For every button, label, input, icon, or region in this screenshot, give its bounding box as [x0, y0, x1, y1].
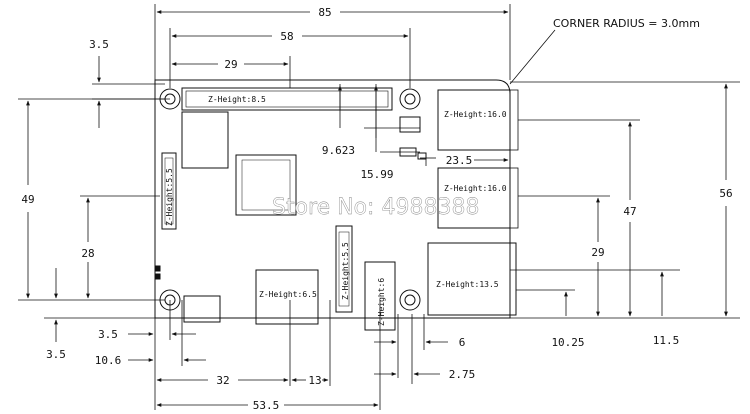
label-audio: Z-Height:6 — [377, 278, 386, 326]
dim-58: 58 — [280, 30, 293, 43]
power-port — [183, 295, 221, 319]
led-1 — [155, 265, 161, 272]
dim-15-99: 15.99 — [360, 168, 393, 181]
dim-9-623: 9.623 — [322, 144, 355, 157]
dim-23-5: 23.5 — [446, 154, 473, 167]
dim-85: 85 — [318, 6, 331, 19]
usb-port-top — [437, 89, 511, 151]
mounting-hole-top-right — [399, 88, 421, 110]
label-usb-top: Z-Height:16.0 — [444, 110, 507, 119]
dim-13: 13 — [308, 374, 321, 387]
dim-6: 6 — [459, 336, 466, 349]
label-gpio: Z-Height:8.5 — [208, 95, 266, 104]
dim-49: 49 — [21, 193, 34, 206]
label-camera: Z-Height:5.5 — [341, 242, 350, 300]
dim-29-right: 29 — [591, 246, 604, 259]
dimension-lines — [18, 4, 740, 410]
watermark: Store No: 4988388 — [272, 195, 479, 220]
led-2 — [155, 273, 161, 280]
label-usb-bottom: Z-Height:16.0 — [444, 184, 507, 193]
label-ethernet: Z-Height:13.5 — [436, 280, 499, 289]
label-hdmi: Z-Height:6.5 — [259, 290, 317, 299]
chip-small-b — [399, 116, 421, 133]
dim-29: 29 — [224, 58, 237, 71]
dim-28: 28 — [81, 247, 94, 260]
dim-10-6: 10.6 — [95, 354, 122, 367]
dim-3-5-bottom: 3.5 — [98, 328, 118, 341]
dim-3-5-left: 3.5 — [46, 348, 66, 361]
gpio-header — [181, 87, 393, 111]
corner-radius-note: CORNER RADIUS = 3.0mm — [553, 17, 700, 30]
camera-connector — [335, 225, 353, 313]
dim-2-75: 2.75 — [449, 368, 476, 381]
chip-small-a — [181, 111, 229, 169]
display-connector — [161, 152, 177, 230]
dim-56: 56 — [719, 187, 732, 200]
dim-47: 47 — [623, 205, 636, 218]
hdmi-port — [255, 269, 319, 325]
label-display: Z-Height:5.5 — [165, 168, 174, 226]
mounting-hole-bottom-right — [399, 289, 421, 311]
soc-chip — [235, 154, 297, 216]
dim-11-5: 11.5 — [653, 334, 680, 347]
dim-32: 32 — [216, 374, 229, 387]
dim-10-25: 10.25 — [551, 336, 584, 349]
ethernet-port — [427, 242, 517, 316]
dim-53-5: 53.5 — [253, 399, 280, 412]
dim-3-5-top: 3.5 — [89, 38, 109, 51]
